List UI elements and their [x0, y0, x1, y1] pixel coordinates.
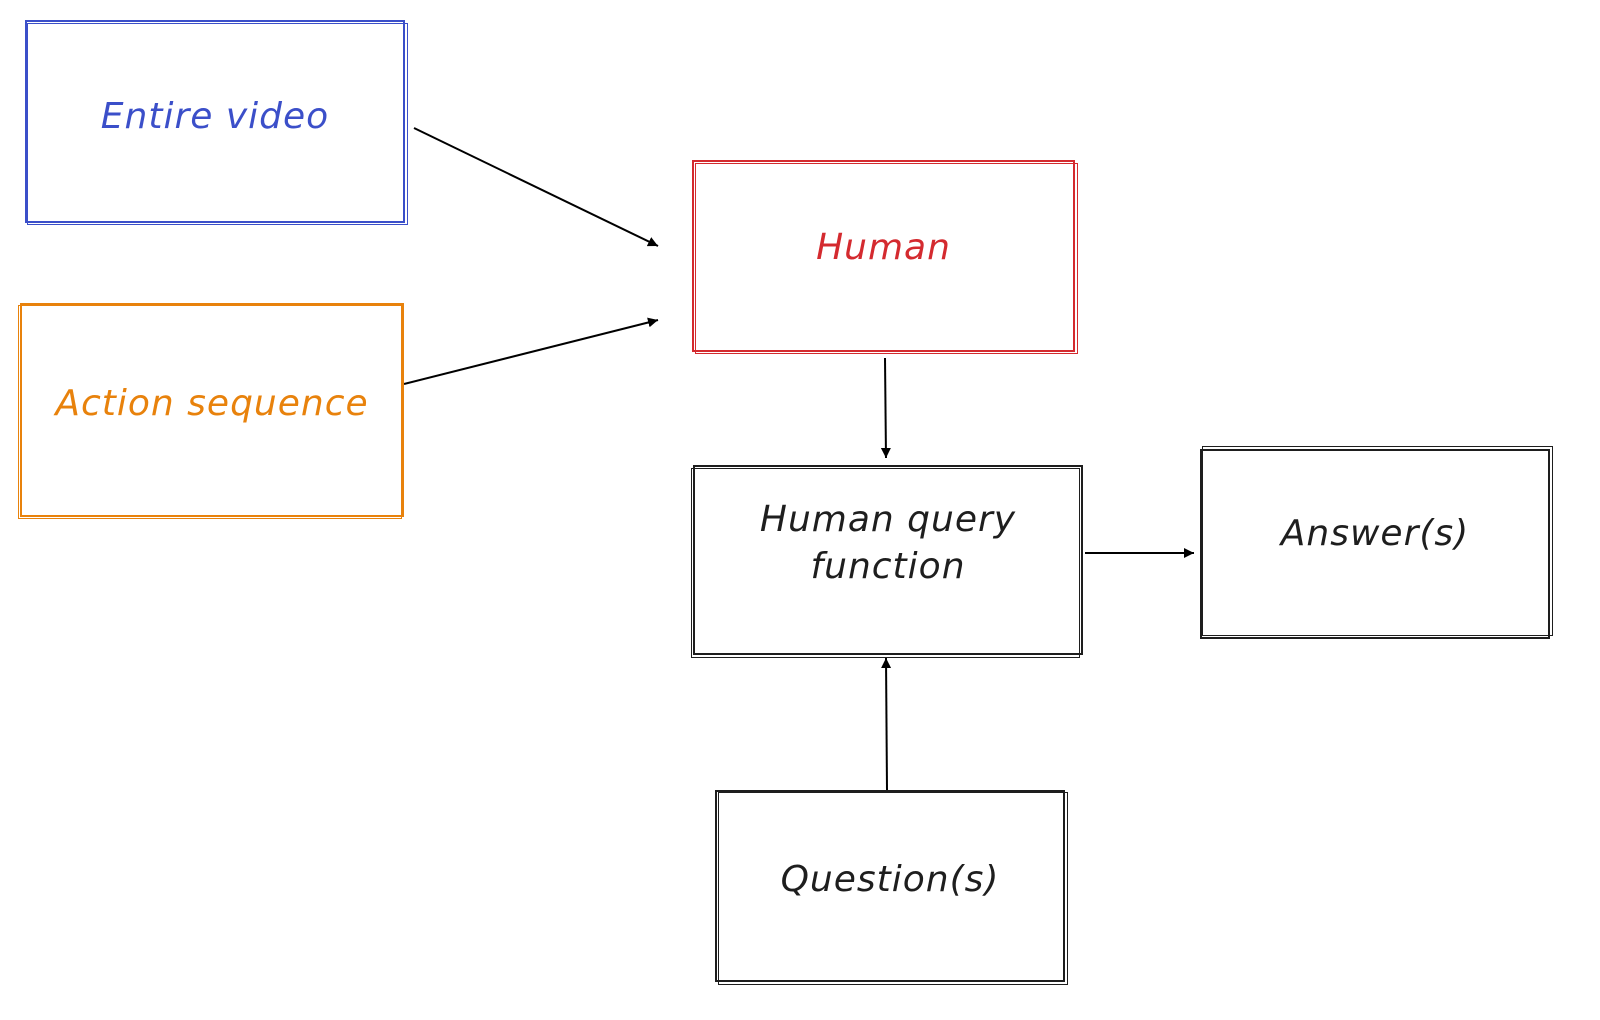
action-sequence-label: Action sequence [55, 382, 369, 424]
arrow-action-sequence-to-human [403, 317, 659, 385]
action-sequence-node: Action sequence [18, 303, 404, 519]
human-query-function-node: Human query function [691, 465, 1083, 658]
entire-video-node: Entire video [25, 20, 408, 225]
arrow-human-to-human-query-function [880, 357, 891, 459]
questions-node: Question(s) [715, 790, 1068, 985]
answers-node: Answer(s) [1200, 446, 1553, 639]
human-label: Human [816, 226, 951, 268]
arrow-entire-video-to-human [413, 127, 659, 247]
entire-video-label: Entire video [100, 96, 330, 138]
human-node: Human [692, 160, 1078, 354]
arrow-questions-to-human-query-function [881, 657, 892, 791]
edges-layer [403, 127, 1194, 791]
answers-label: Answer(s) [1280, 512, 1470, 554]
questions-label: Question(s) [780, 858, 1000, 900]
human-query-function-label: Human query function [759, 499, 1017, 587]
